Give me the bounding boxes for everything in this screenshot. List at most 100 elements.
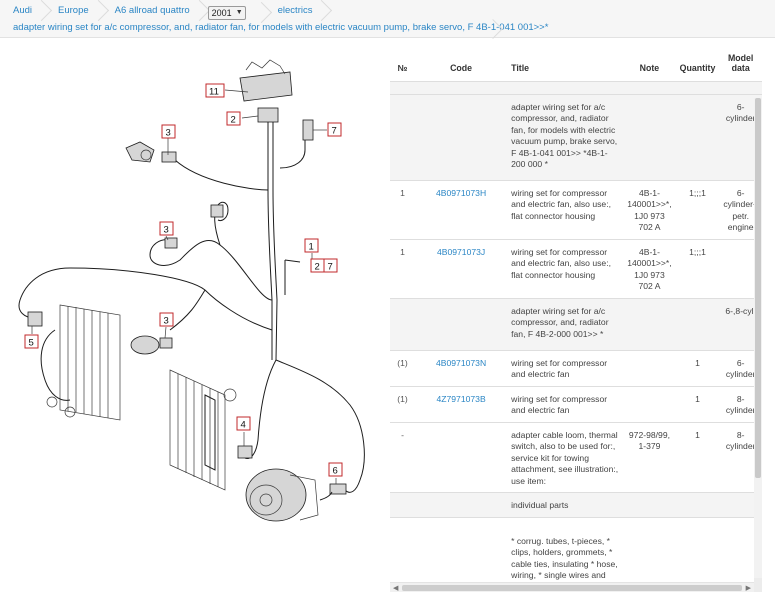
part-code-link[interactable]: 4B0971073J: [436, 246, 486, 257]
cell-note: [623, 517, 676, 588]
column-header-title: Title: [507, 52, 624, 82]
breadcrumb-item-make[interactable]: Audi: [0, 0, 46, 22]
cell-code: 4B0971073N: [415, 350, 508, 387]
scrollbar-thumb[interactable]: [755, 98, 761, 478]
parts-diagram-drawing: 11 2 3 7 3 1 2 7 5 3 4 6: [18, 59, 365, 522]
table-row: [390, 81, 762, 95]
callout-3[interactable]: 3: [159, 312, 174, 327]
callout-7[interactable]: 7: [327, 122, 342, 137]
table-horizontal-scrollbar[interactable]: ◀ ▶: [390, 582, 754, 592]
cell-code: [415, 517, 508, 588]
callout-1[interactable]: 1: [304, 238, 319, 253]
cell-note: [623, 94, 676, 181]
cell-note: [623, 386, 676, 423]
cell-note: [623, 81, 676, 95]
table-header-row: № Code Title Note Quantity Model data: [390, 52, 762, 82]
breadcrumb-bar: Audi Europe A6 allroad quattro 2001 ▼ el…: [0, 0, 775, 39]
cell-title: wiring set for compressor and electric f…: [507, 350, 624, 387]
cell-no: (1): [390, 386, 416, 423]
table-vertical-scrollbar[interactable]: [754, 98, 762, 578]
column-header-quantity: Quantity: [675, 52, 720, 82]
part-code-link[interactable]: 4B0971073H: [435, 187, 487, 198]
parts-table-container: № Code Title Note Quantity Model data ad…: [390, 52, 762, 588]
table-row[interactable]: (1) 4B0971073N wiring set for compressor…: [390, 350, 762, 387]
cell-code: [415, 422, 508, 493]
cell-title: adapter wiring set for a/c compressor, a…: [507, 94, 624, 181]
cell-no: (1): [390, 350, 416, 387]
scroll-left-icon[interactable]: ◀: [393, 585, 399, 592]
cell-code: 4B0971073J: [415, 239, 508, 299]
scrollbar-corner: [754, 578, 762, 592]
cell-title: wiring set for compressor and electric f…: [507, 239, 624, 299]
callout-label: 7: [328, 262, 333, 273]
cell-quantity: [675, 94, 720, 181]
scrollbar-thumb[interactable]: [402, 585, 742, 591]
cell-code: 4B0971073H: [415, 180, 508, 240]
callout-2[interactable]: 2: [226, 111, 241, 126]
cell-note: [623, 350, 676, 387]
cell-title: individual parts: [507, 492, 624, 518]
parts-table: № Code Title Note Quantity Model data ad…: [390, 52, 762, 588]
column-header-model-data: Model data: [719, 52, 762, 82]
callout-3[interactable]: 3: [159, 221, 174, 236]
table-row: adapter wiring set for a/c compressor, a…: [390, 94, 762, 181]
table-row[interactable]: 1 4B0971073J wiring set for compressor a…: [390, 239, 762, 299]
cell-title: wiring set for compressor and electric f…: [507, 180, 624, 240]
cell-note: 4B-1-140001>>*, 1J0 973 702 A: [623, 180, 676, 240]
breadcrumb-item-group[interactable]: adapter wiring set for a/c compressor, a…: [13, 22, 549, 33]
column-header-code: Code: [415, 52, 508, 82]
breadcrumb-year-wrap: 2001 ▼: [204, 2, 266, 21]
cell-no: [390, 492, 416, 518]
callout-label: 3: [164, 225, 169, 236]
cell-code: [415, 492, 508, 518]
callout-label: 2: [315, 262, 320, 273]
cell-note: [623, 298, 676, 351]
part-code-link[interactable]: 4Z7971073B: [436, 393, 486, 404]
breadcrumb-item-model[interactable]: A6 allroad quattro: [103, 0, 204, 22]
year-select[interactable]: 2001 ▼: [207, 5, 246, 20]
column-header-no: №: [390, 52, 416, 82]
cell-quantity: 1: [675, 350, 720, 387]
table-row[interactable]: (1) 4Z7971073B wiring set for compressor…: [390, 386, 762, 423]
callout-11[interactable]: 11: [205, 83, 225, 98]
callout-3[interactable]: 3: [161, 124, 176, 139]
parts-diagram: 11 2 3 7 3 1 2 7 5 3 4 6: [0, 50, 385, 595]
cell-no: [390, 81, 416, 95]
callout-6[interactable]: 6: [328, 462, 343, 477]
part-code-link[interactable]: 4B0971073N: [435, 357, 487, 368]
cell-title: adapter wiring set for a/c compressor, a…: [507, 298, 624, 351]
chevron-down-icon: ▼: [235, 9, 243, 16]
breadcrumb-item-section[interactable]: electrics: [266, 0, 327, 22]
callout-label: 2: [231, 115, 236, 126]
callout-4[interactable]: 4: [236, 416, 251, 431]
cell-title: wiring set for compressor and electric f…: [507, 386, 624, 423]
year-select-value: 2001: [211, 7, 232, 18]
callout-2[interactable]: 2: [310, 258, 325, 273]
cell-code: [415, 298, 508, 351]
callout-label: 1: [309, 242, 314, 253]
cell-no: 1: [390, 180, 416, 240]
cell-no: 1: [390, 239, 416, 299]
cell-quantity: [675, 298, 720, 351]
callout-label: 6: [333, 466, 338, 477]
table-row: * corrug. tubes, t-pieces, * clips, hold…: [390, 517, 762, 588]
callout-label: 4: [241, 420, 246, 431]
cell-quantity: 1;;;1: [675, 239, 720, 299]
cell-note: 972-98/99, 1-379: [623, 422, 676, 493]
scroll-right-icon[interactable]: ▶: [745, 585, 751, 592]
cell-code: 4Z7971073B: [415, 386, 508, 423]
table-row[interactable]: 1 4B0971073H wiring set for compressor a…: [390, 180, 762, 240]
callout-7[interactable]: 7: [323, 258, 338, 273]
cell-code: [415, 81, 508, 95]
cell-note: 4B-1-140001>>*, 1J0 973 702 A: [623, 239, 676, 299]
breadcrumb-item-market[interactable]: Europe: [46, 0, 103, 22]
cell-model-data: [719, 81, 762, 95]
cell-note: [623, 492, 676, 518]
cell-quantity: [675, 517, 720, 588]
cell-quantity: 1: [675, 422, 720, 493]
callout-label: 3: [164, 316, 169, 327]
table-row: individual parts: [390, 492, 762, 518]
callout-5[interactable]: 5: [24, 334, 39, 349]
cell-title: adapter cable loom, thermal switch, also…: [507, 422, 624, 493]
cell-code: [415, 94, 508, 181]
